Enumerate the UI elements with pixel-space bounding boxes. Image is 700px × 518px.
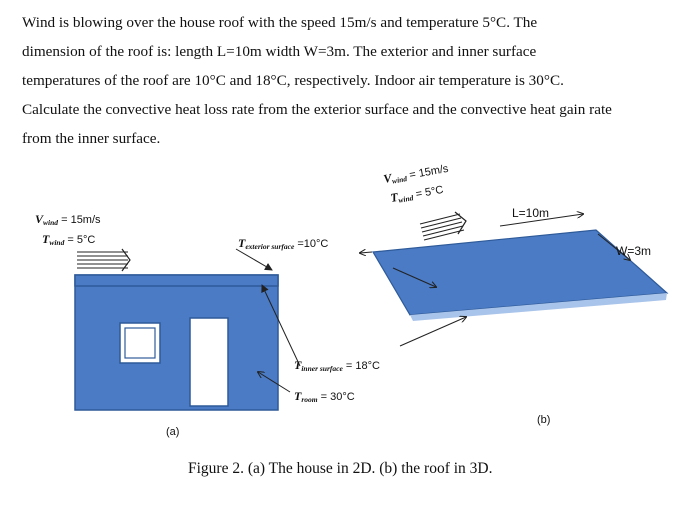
exterior-temp-label: Texterior surface =10°C	[238, 236, 329, 251]
roof-width-label: W=3m	[616, 244, 652, 258]
problem-line-1: Wind is blowing over the house roof with…	[22, 14, 538, 31]
roof-3d	[372, 229, 669, 321]
problem-line-4: Calculate the convective heat loss rate …	[22, 101, 612, 118]
roof-wind-arrows	[419, 211, 467, 241]
house-door	[189, 317, 229, 407]
problem-statement: Wind is blowing over the house roof with…	[22, 8, 668, 153]
house-t-wind-label: Twind = 5°C	[42, 232, 96, 247]
roof-length-label: L=10m	[512, 206, 550, 220]
house-wind-arrows	[77, 248, 131, 272]
figure-caption: Figure 2. (a) The house in 2D. (b) the r…	[188, 460, 493, 477]
problem-line-2: dimension of the roof is: length L=10m w…	[22, 43, 537, 60]
house-v-wind-label: Vwind = 15m/s	[35, 212, 101, 227]
problem-line-3: temperatures of the roof are 10°C and 18…	[22, 72, 564, 89]
inner-temp-label: Tinner surface = 18°C	[294, 358, 380, 373]
panel-a-label: (a)	[166, 426, 180, 438]
house-2d	[74, 274, 279, 411]
panel-b-label: (b)	[537, 414, 551, 426]
problem-line-5: from the inner surface.	[22, 130, 161, 147]
room-temp-label: Troom = 30°C	[294, 389, 355, 404]
